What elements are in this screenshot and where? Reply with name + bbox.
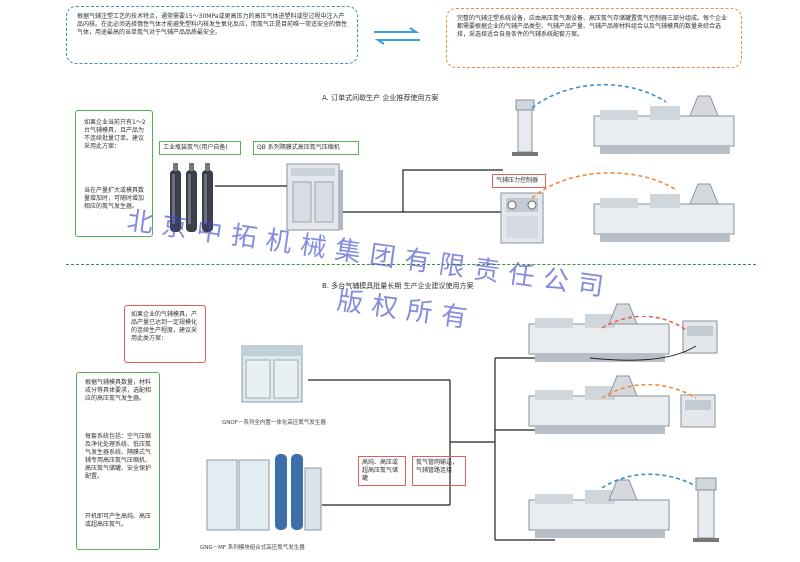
nitrogen-cylinders-icon [170,163,213,232]
pressure-controller-icon [500,192,544,244]
gng-caption: GNG－MF 系列模块组合式高压氮气发生器 [200,545,305,551]
nitrogen-booster-icon [286,163,343,231]
gas-line-b1 [601,316,687,331]
pipe-label-box: 氮气管网输送，气辅管路连接 [412,456,466,486]
exchange-arrows-icon [374,27,420,45]
injection-machine-a1 [593,95,735,154]
cylinders-label-box: 工业瓶装氮气(用户自备) [159,141,241,155]
top-left-note-text: 根据气辅注塑工艺的技术特点，通常需要15～30MPa或更高压力的高压气体进塑料或… [77,13,348,36]
gas-console-b3-icon [693,477,719,542]
gnof-generator-icon [241,345,303,403]
left-b-note-green: 根据气辅模具数量，材料成分等具体要求，选配相应的高压氮气发生器。 每套系统包括：… [76,372,160,550]
left-a-note-text-2: 当在产量扩大或模具数量增加时，可随时增加相应的氮气发生器。 [84,187,145,210]
gas-line-top-a [531,83,667,109]
gas-console-icon [512,99,538,156]
left-b-note-green-text-2: 每套系统包括：空气压缩及净化处理系统、低压氮气发生器系统、隔膜式气辅专用高压氮气… [85,433,152,480]
top-left-note: 根据气辅注塑工艺的技术特点，通常需要15～30MPa或更高压力的高压气体进塑料或… [66,6,358,64]
booster-label: QB 系列隔膜式高压氮气压缩机 [257,144,340,151]
top-right-note-text: 完整的气辅注塑系统设备，应由高压氮气源设备、高压氮气存储罐置氮气控制器三部分组成… [457,15,728,38]
cylinders-label: 工业瓶装氮气(用户自备) [163,144,228,151]
booster-label-box: QB 系列隔膜式高压氮气压缩机 [253,141,359,155]
gas-line-b3 [601,473,697,489]
gas-controller-b1-icon [682,320,718,354]
left-a-note-text: 如果企业当前只有1～2台气辅模具，且产品为不连续批量订单。建议采用此方案： [84,119,146,150]
gng-mf-generator-icon [206,454,322,531]
left-b-note-green-text: 根据气辅模具数量，材料成分等具体要求，选配相应的高压氮气发生器。 [85,379,152,402]
left-a-note: 如果企业当前只有1～2台气辅模具，且产品为不连续批量订单。建议采用此方案： 当在… [75,110,153,237]
gas-line-b2 [601,384,697,399]
section-a-title: A. 订单式间歇生产 企业推荐使用方案 [322,94,439,102]
cylinders-to-booster-pipe [215,185,287,187]
gas-controller-b2-icon [680,394,716,428]
gas-line-b1-return [590,345,697,361]
left-b-note-green-text-3: 开机即可产生高纯、高压或超高压氮气。 [85,513,152,528]
injection-machine-a2 [593,183,735,242]
pipe-network-b [308,357,555,541]
injection-machine-b1 [528,303,670,362]
injection-machine-b2 [528,375,670,434]
controller-label-box: 气辅压力控制器 [492,174,546,188]
left-b-note-red-text: 如果企业的气辅模具，产品产量已达到一定规模化的连续生产程度，建议采用此类方案： [131,311,198,342]
injection-machine-b3 [528,479,670,538]
gnof-caption: GNOF－系列全内置一体化高压氮气发生器 [222,420,326,426]
pipe-label: 氮气管网输送，气辅管路连接 [416,459,459,474]
section-b-title: B. 多台气辅模具批量长期 生产企业建议使用方案 [322,282,474,290]
booster-to-outlets-pipe [343,169,503,213]
controller-label: 气辅压力控制器 [496,177,539,184]
gas-line-mid-a [531,172,677,199]
storage-label-box: 高纯、高压或超高压氮气储罐 [358,456,406,486]
storage-label: 高纯、高压或超高压氮气储罐 [362,459,399,482]
top-right-note: 完整的气辅注塑系统设备，应由高压氮气源设备、高压氮气存储罐置氮气控制器三部分组成… [446,8,742,68]
section-divider [66,264,756,265]
left-b-note-red: 如果企业的气辅模具，产品产量已达到一定规模化的连续生产程度，建议采用此类方案： [124,305,206,363]
